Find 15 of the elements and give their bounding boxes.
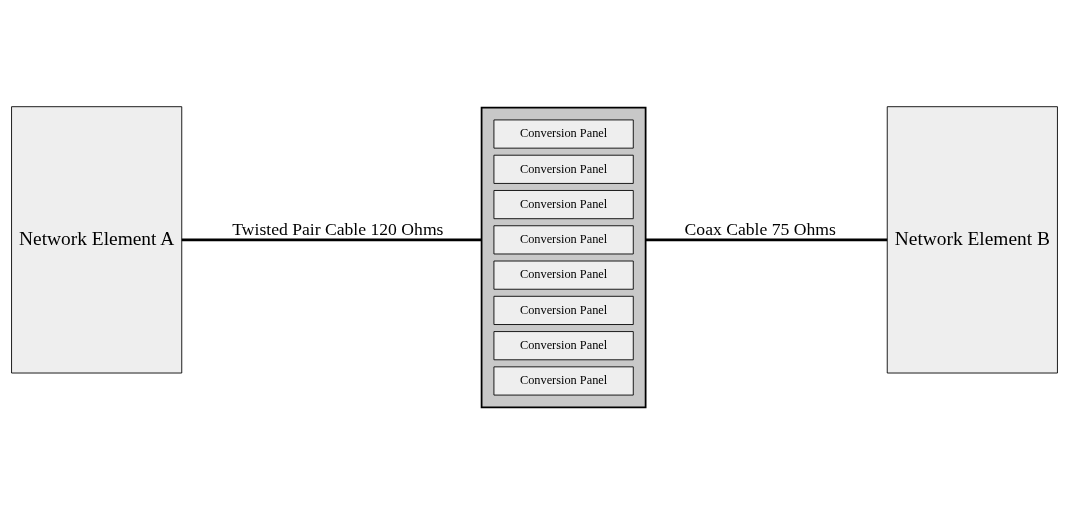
- node-box: Conversion Panel: [493, 331, 634, 361]
- node-box: Network Element A: [11, 106, 183, 374]
- connector: [181, 238, 482, 242]
- edge-label: Twisted Pair Cable 120 Ohms: [232, 218, 444, 239]
- edge-label: Coax Cable 75 Ohms: [684, 218, 836, 239]
- node-box: Conversion Panel: [493, 260, 634, 290]
- node-box: Network Element B: [886, 106, 1058, 374]
- node-box: Conversion Panel: [493, 366, 634, 396]
- cluster: [480, 106, 647, 409]
- node-box: Conversion Panel: [493, 154, 634, 184]
- connector: [645, 238, 888, 242]
- node-box: Conversion Panel: [493, 225, 634, 255]
- node-box: Conversion Panel: [493, 190, 634, 220]
- node-box: Conversion Panel: [493, 295, 634, 325]
- node-box: Conversion Panel: [493, 119, 634, 149]
